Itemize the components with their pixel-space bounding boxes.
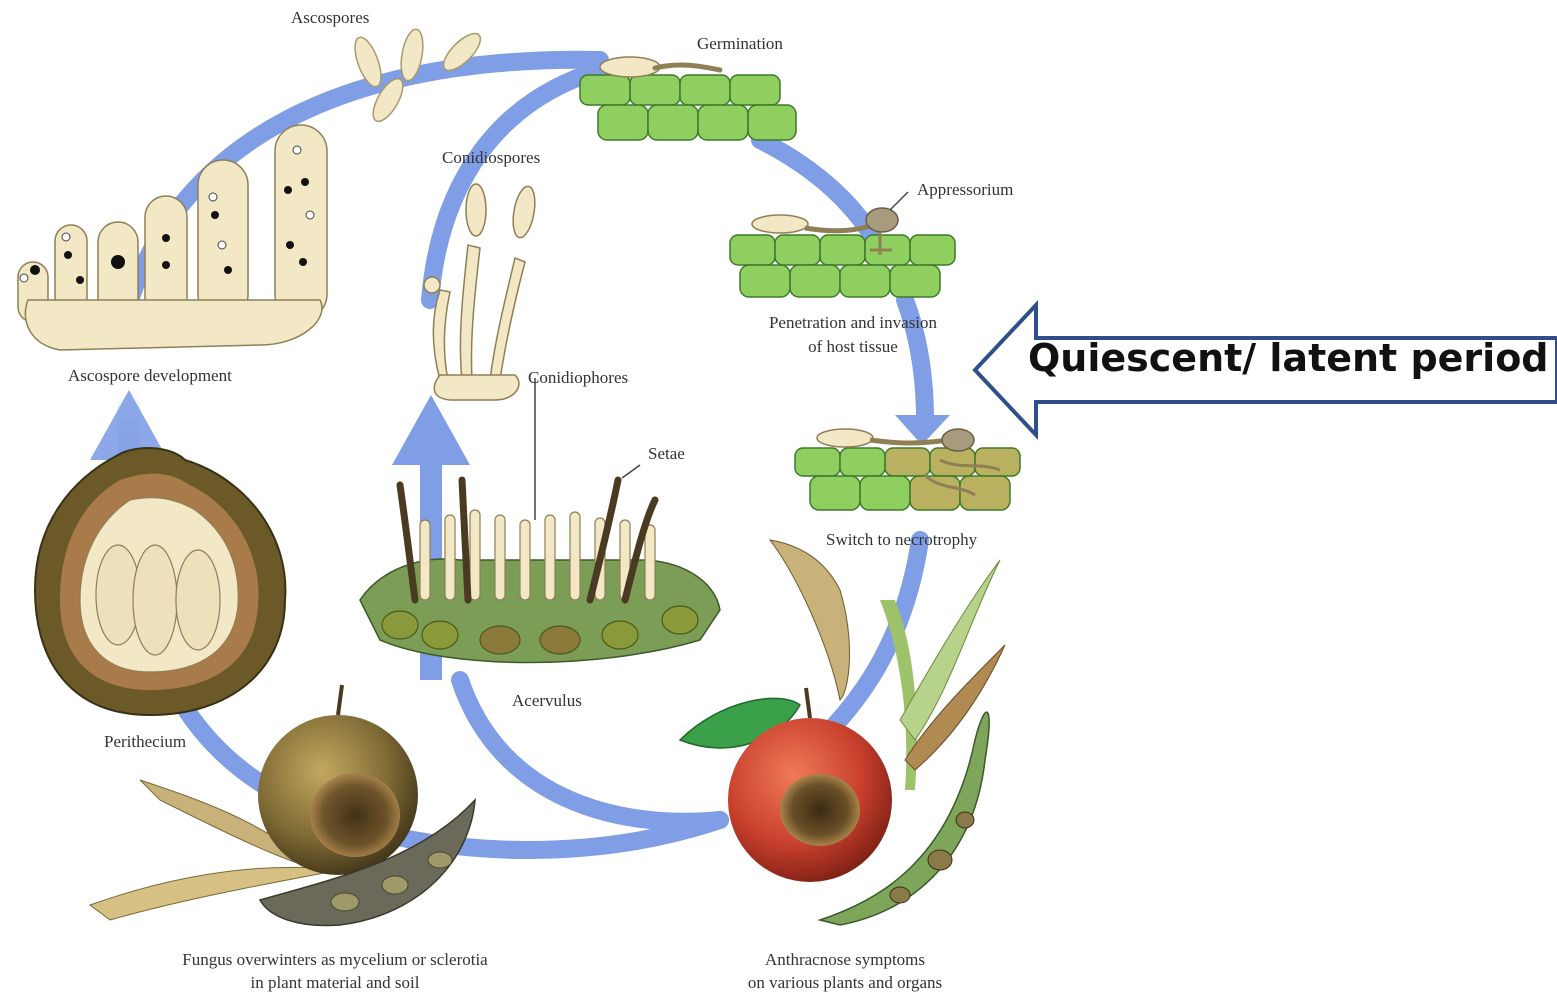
label-conidiospores: Conidiospores — [442, 148, 540, 168]
appressorium-pointer — [890, 192, 908, 210]
label-acervulus: Acervulus — [512, 691, 582, 711]
label-anthracnose-line1: Anthracnose symptoms — [700, 950, 990, 970]
perithecium-illustration — [35, 448, 285, 715]
acervulus-illustration — [360, 378, 720, 663]
label-overwinter-line1: Fungus overwinters as mycelium or sclero… — [130, 950, 540, 970]
ascus — [275, 125, 327, 320]
arrow-head-acervulus-up — [392, 395, 470, 465]
label-ascospores: Ascospores — [291, 8, 369, 28]
arc-inner-conidial-bottom — [460, 680, 720, 822]
overwinter-illustration — [90, 685, 475, 926]
quiescent-latent-period-label: Quiescent/ latent period — [1028, 336, 1549, 380]
stroma-base — [25, 300, 322, 350]
ascus — [198, 160, 248, 320]
ascospore — [350, 34, 387, 90]
ascospore-development-illustration — [18, 125, 327, 350]
label-anthracnose-line2: on various plants and organs — [700, 973, 990, 993]
label-germination: Germination — [697, 34, 783, 54]
conidium — [466, 184, 486, 236]
label-penetration-line2: of host tissue — [738, 337, 968, 357]
label-switch-to-necrotrophy: Switch to necrotrophy — [826, 530, 977, 550]
label-perithecium: Perithecium — [104, 732, 186, 752]
appressorium — [866, 208, 898, 232]
anthracnose-symptoms-illustration — [680, 540, 1005, 925]
germ-tube — [655, 65, 720, 70]
label-ascospore-development: Ascospore development — [68, 366, 232, 386]
conidium — [510, 185, 539, 240]
setae-pointer — [622, 465, 640, 478]
label-overwinter-line2: in plant material and soil — [130, 973, 540, 993]
label-setae: Setae — [648, 444, 685, 464]
germinating-conidium — [600, 57, 660, 77]
germination-illustration — [580, 57, 796, 140]
label-conidiophores: Conidiophores — [528, 368, 628, 388]
necrotrophy-illustration — [795, 429, 1020, 510]
label-appressorium: Appressorium — [917, 180, 1013, 200]
label-penetration-line1: Penetration and invasion — [738, 313, 968, 333]
